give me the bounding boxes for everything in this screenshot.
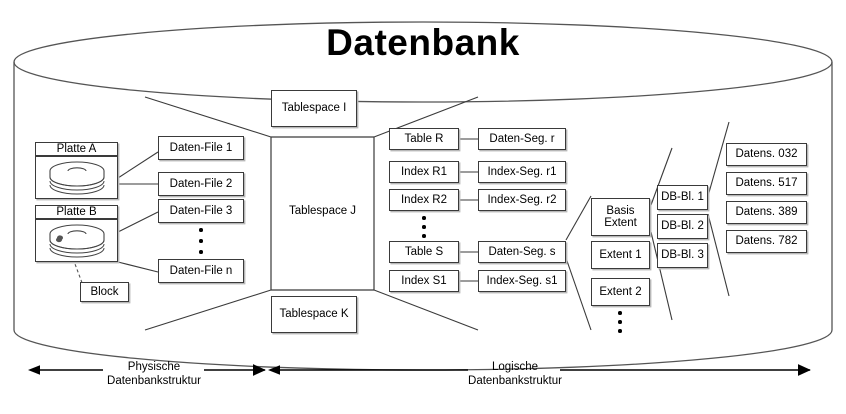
segment-index-seg-s1[interactable]: Index-Seg. s1	[478, 270, 566, 292]
axis-arrowhead-left-2	[268, 365, 280, 375]
page-title: Datenbank	[326, 22, 520, 63]
record-389[interactable]: Datens. 389	[726, 201, 807, 224]
disk-platte-a-body	[35, 156, 118, 199]
tablespace-j-outer-frame	[270, 136, 375, 291]
connectors-object-to-segment	[459, 138, 478, 282]
connector-block-pointer	[65, 239, 85, 289]
object-table-s[interactable]: Table S	[389, 241, 459, 263]
tablespace-k[interactable]: Tablespace K	[271, 296, 357, 333]
axis-label-physical: Physische Datenbankstruktur	[107, 361, 201, 388]
tablespace-i[interactable]: Tablespace I	[271, 90, 357, 127]
segment-index-seg-r2[interactable]: Index-Seg. r2	[478, 189, 566, 211]
block-box[interactable]: Block	[80, 282, 129, 302]
extents-ellipsis	[618, 311, 622, 333]
segment-daten-seg-s[interactable]: Daten-Seg. s	[478, 241, 566, 263]
object-table-r[interactable]: Table R	[389, 128, 459, 150]
object-index-r2[interactable]: Index R2	[389, 189, 459, 211]
extent-1[interactable]: Extent 1	[591, 241, 650, 269]
connectors-dbblocks-to-records	[707, 121, 730, 297]
axis-arrowhead-left-1	[28, 365, 40, 375]
db-block-1[interactable]: DB-Bl. 1	[657, 185, 708, 210]
data-file-1[interactable]: Daten-File 1	[158, 136, 244, 160]
connectors-extents-to-dbblocks	[650, 147, 673, 321]
db-block-3[interactable]: DB-Bl. 3	[657, 243, 708, 268]
data-file-3[interactable]: Daten-File 3	[158, 199, 244, 223]
data-file-n[interactable]: Daten-File n	[158, 259, 244, 283]
disk-platter-icon	[48, 160, 105, 194]
data-files-ellipsis	[199, 228, 203, 254]
disk-platte-b[interactable]: Platte B	[35, 205, 118, 219]
object-index-r1[interactable]: Index R1	[389, 161, 459, 183]
objects-ellipsis	[422, 216, 426, 238]
segment-index-seg-r1[interactable]: Index-Seg. r1	[478, 161, 566, 183]
disk-platte-a[interactable]: Platte A	[35, 142, 118, 156]
data-file-2[interactable]: Daten-File 2	[158, 172, 244, 196]
disk-platte-b-body	[35, 219, 118, 262]
segment-daten-seg-r[interactable]: Daten-Seg. r	[478, 128, 566, 150]
db-block-2[interactable]: DB-Bl. 2	[657, 214, 708, 239]
extent-2[interactable]: Extent 2	[591, 278, 650, 306]
disk-platter-icon	[48, 223, 105, 257]
axis-label-logical: Logische Datenbankstruktur	[468, 361, 562, 388]
connectors-files-to-tablespaces	[144, 96, 272, 331]
record-782[interactable]: Datens. 782	[726, 230, 807, 253]
tablespace-j-label: Tablespace J	[288, 205, 357, 217]
record-517[interactable]: Datens. 517	[726, 172, 807, 195]
connectors-segments-to-extents	[565, 195, 592, 331]
extent-basis[interactable]: Basis Extent	[591, 198, 650, 236]
record-032[interactable]: Datens. 032	[726, 143, 807, 166]
object-index-s1[interactable]: Index S1	[389, 270, 459, 292]
connectors-disk-to-files	[117, 151, 159, 273]
